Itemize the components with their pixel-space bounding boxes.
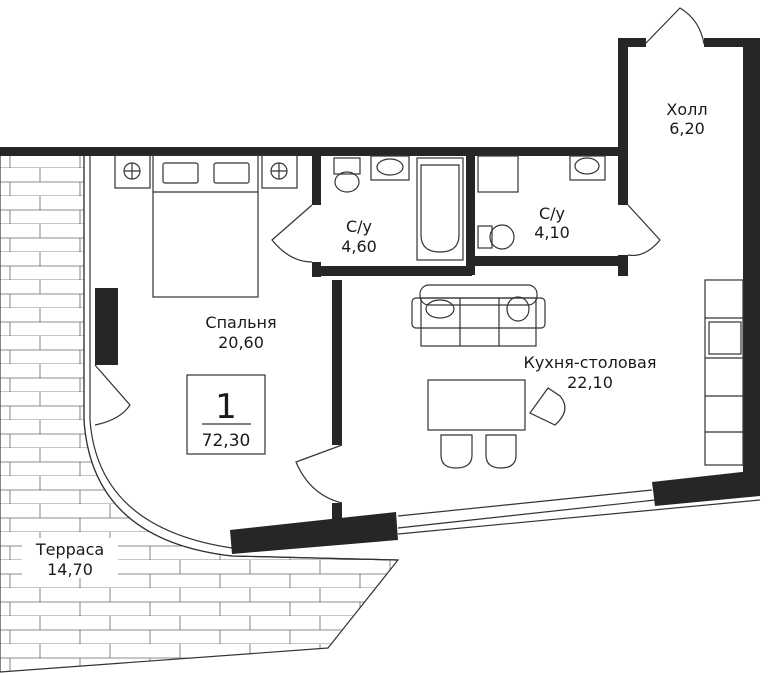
dining-set: [427, 379, 566, 469]
room-name-bathroom-2: С/у: [539, 204, 565, 223]
walls: [0, 38, 760, 554]
room-area-kitchen: 22,10: [567, 373, 613, 392]
rooms-count: 1: [215, 387, 237, 427]
room-name-kitchen: Кухня-столовая: [524, 353, 657, 372]
nightstands: [114, 154, 298, 189]
room-area-terrace: 14,70: [47, 560, 93, 579]
window-lines: [397, 489, 761, 535]
room-area-bathroom-2: 4,10: [534, 223, 570, 242]
bathroom-fixtures: [333, 155, 606, 261]
room-area-bedroom: 20,60: [218, 333, 264, 352]
terrace-rail: [83, 419, 399, 561]
bedroom-floor: [95, 156, 312, 540]
total-area: 72,30: [202, 431, 251, 451]
doors: [94, 7, 705, 504]
bed: [152, 154, 259, 298]
room-name-bathroom-1: С/у: [346, 217, 372, 236]
kitchen-counter: [704, 279, 744, 466]
bedroom-window-line: [89, 156, 233, 549]
room-name-terrace: Терраса: [35, 540, 104, 559]
sofa: [411, 284, 546, 347]
room-labels: Холл 6,20 С/у 4,60 С/у 4,10 Спальня 20,6…: [22, 100, 708, 579]
room-name-bedroom: Спальня: [205, 313, 276, 332]
room-area-hall: 6,20: [669, 119, 705, 138]
room-area-bathroom-1: 4,60: [341, 237, 377, 256]
summary-box: 1 72,30: [186, 374, 266, 455]
room-name-hall: Холл: [666, 100, 707, 119]
